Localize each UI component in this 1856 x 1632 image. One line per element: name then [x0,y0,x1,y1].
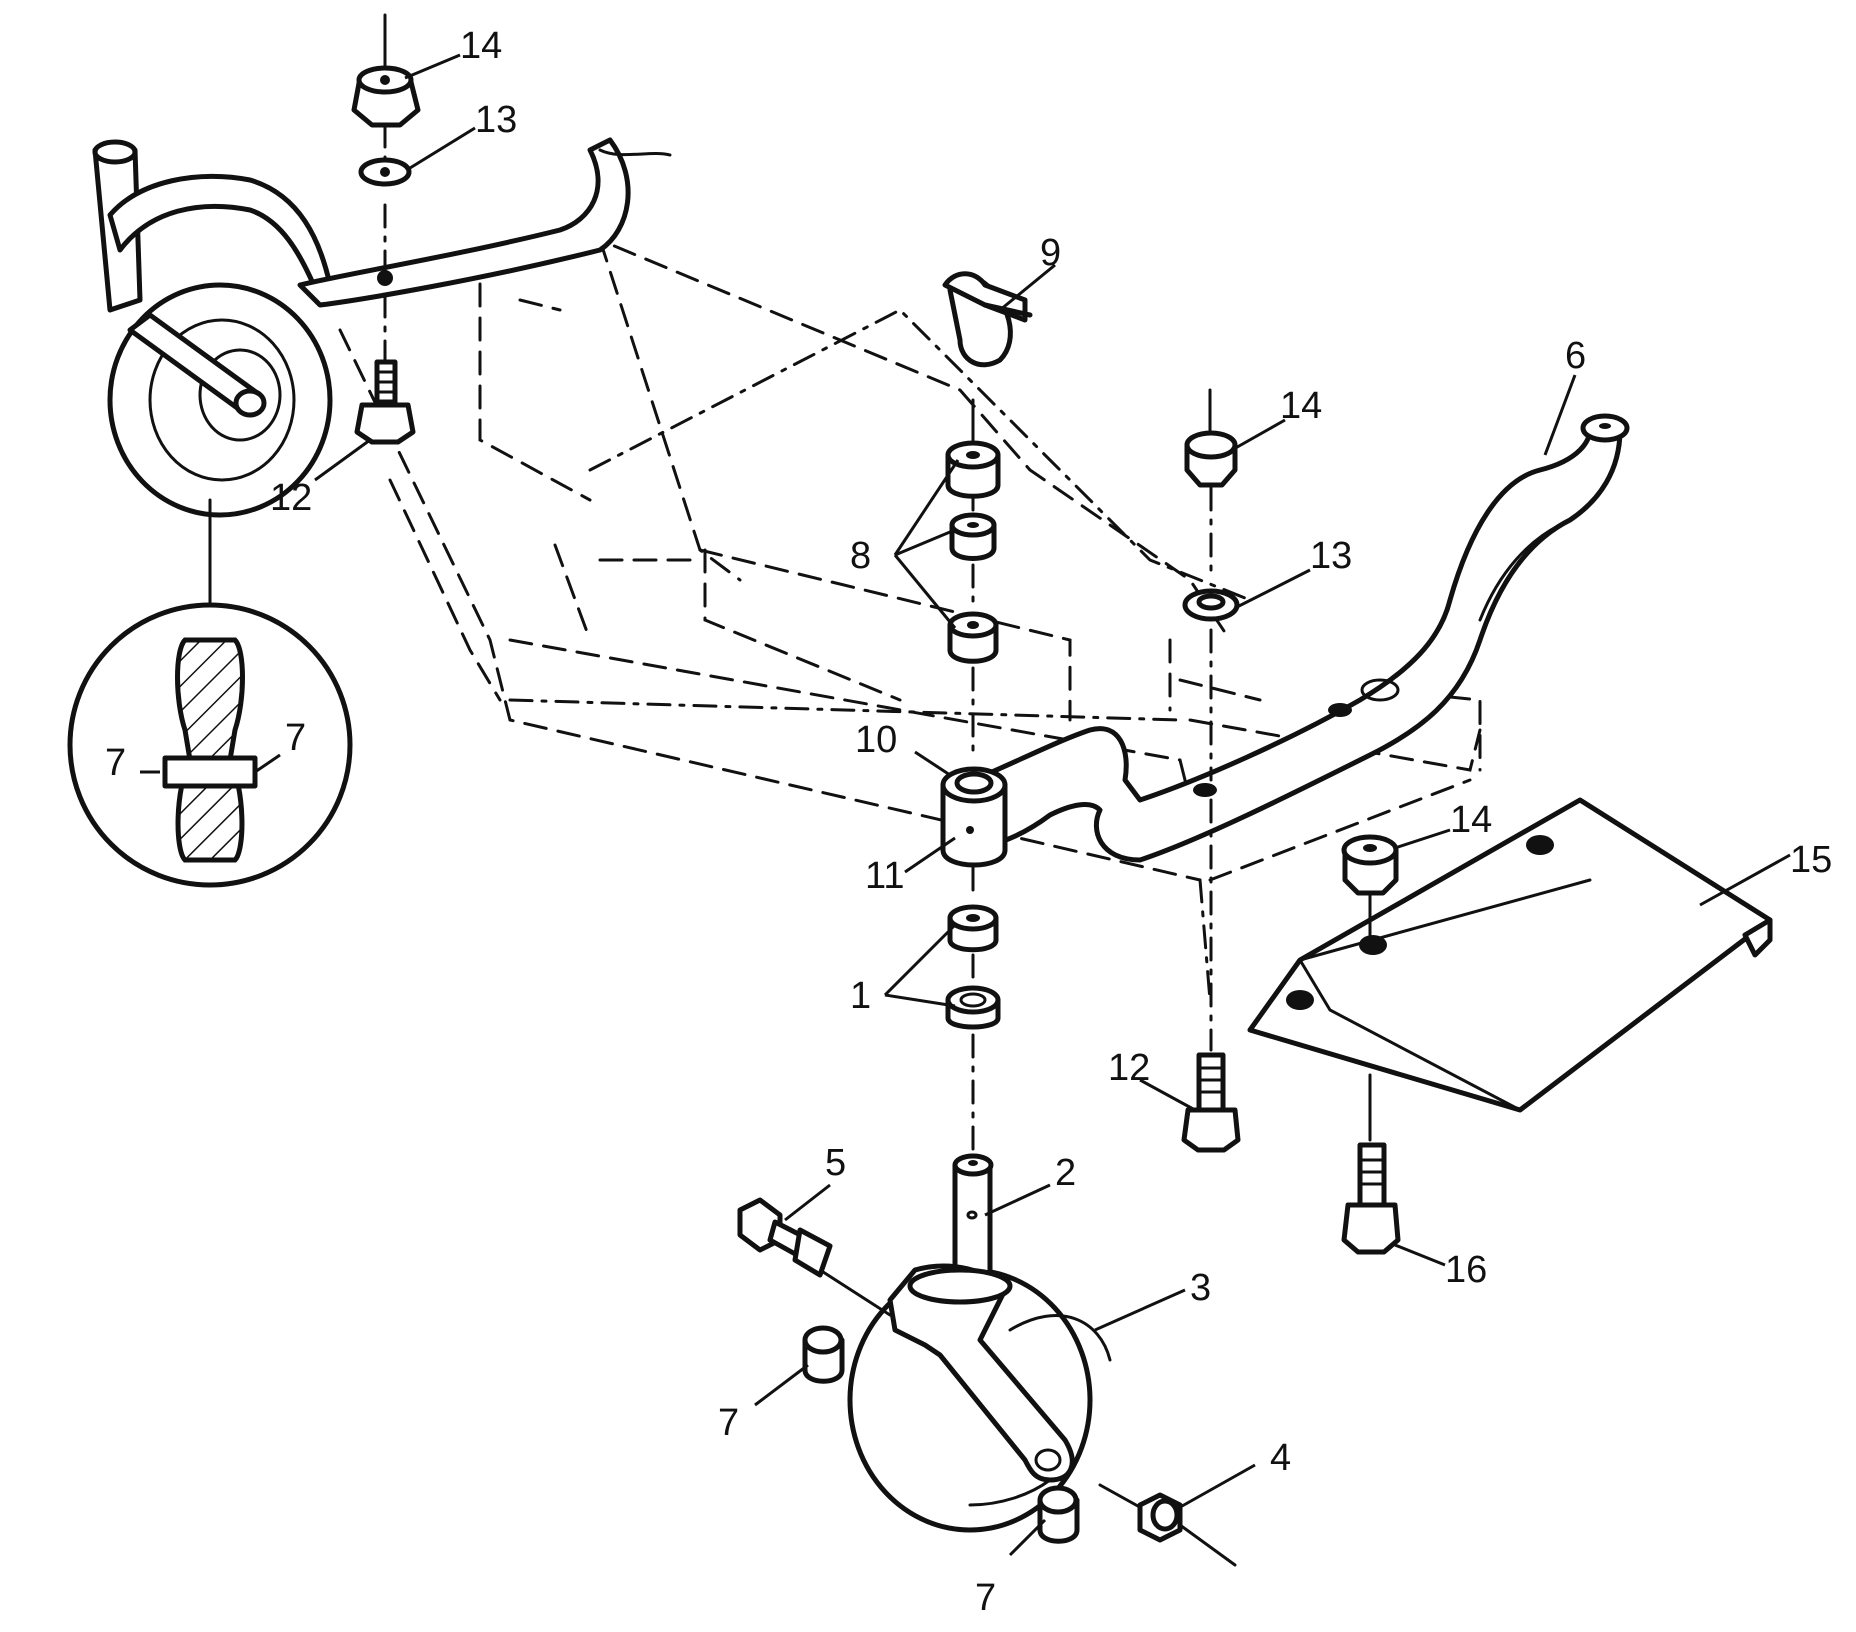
callout-7-upper: 7 [718,1402,739,1444]
callout-11: 11 [865,855,904,897]
bushing-1-top [947,904,999,953]
callout-15: 15 [1790,839,1832,881]
hairpin-clip-9 [942,271,1033,368]
shield-bolt-16 [1341,1142,1401,1255]
callout-7-detail-right: 7 [285,717,306,759]
left-nut-14 [351,65,421,128]
callout-8: 8 [850,535,871,577]
callout-9: 9 [1040,232,1061,274]
bushing-8-bottom [947,611,999,664]
right-nut-14 [1184,430,1238,488]
pivot-hub-10-11 [940,766,1008,868]
leader-lines [140,53,1791,1557]
left-axle-arm [297,137,672,308]
shield-nut-14 [1341,834,1399,896]
caster-fork [887,1263,1075,1483]
phantom-deck [338,238,1482,1002]
callout-6: 6 [1565,335,1586,377]
left-bolt-12 [354,359,416,445]
callout-7-lower: 7 [975,1577,996,1619]
callout-1: 1 [850,975,871,1017]
tire-section-detail [67,602,353,888]
callout-12-right: 12 [1108,1047,1150,1089]
callout-14-shield: 14 [1450,799,1492,841]
callout-10: 10 [855,719,897,761]
nut-4 [1137,1492,1183,1543]
spacer-7-lower [1037,1485,1080,1544]
right-bolt-12 [1181,1052,1241,1153]
callout-labels: 14 13 12 7 7 9 8 14 13 6 10 11 1 12 14 1… [105,25,1832,1619]
axle-bolt-5 [737,1197,833,1278]
callout-12-left: 12 [270,477,312,519]
callout-13-left: 13 [475,99,517,141]
pivot-arm-6 [982,413,1630,863]
right-washer-13 [1182,588,1240,622]
bushing-1-bottom [945,985,1001,1030]
callout-5: 5 [825,1142,846,1184]
spacer-7-upper [802,1325,845,1384]
bushing-8-top [945,440,1001,499]
left-washer-13 [358,157,412,187]
callout-13-right: 13 [1310,535,1352,577]
bushing-8-mid [949,512,997,561]
callout-14-left: 14 [460,25,502,67]
callout-14-right: 14 [1280,385,1322,427]
callout-4: 4 [1270,1437,1291,1479]
shield-15 [1247,797,1773,1113]
callout-2: 2 [1055,1152,1076,1194]
callout-3: 3 [1190,1267,1211,1309]
left-caster-wheel [107,282,333,518]
callout-16: 16 [1445,1249,1487,1291]
callout-7-detail-left: 7 [105,742,126,784]
